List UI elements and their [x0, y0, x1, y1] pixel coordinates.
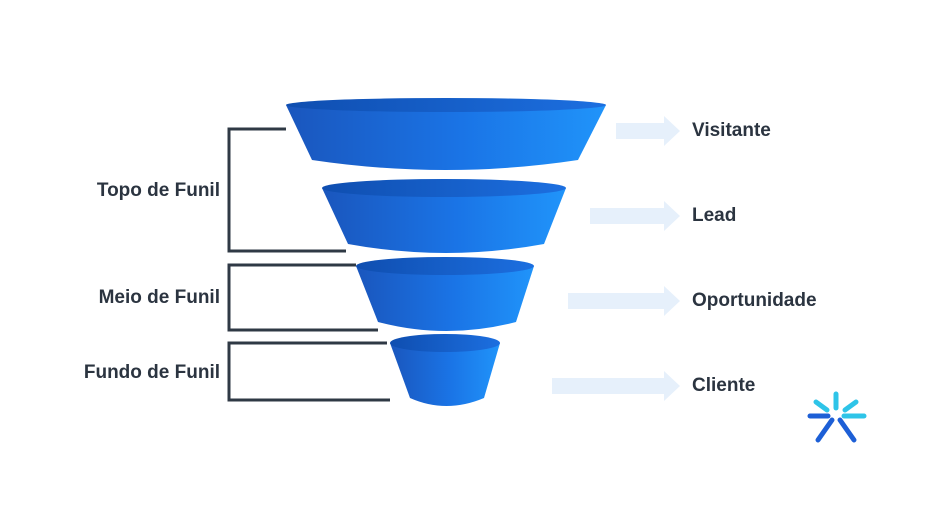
stage-label-visitante: Visitante [692, 120, 771, 141]
funnel-layer-rim [322, 179, 566, 197]
funnel-layer-cliente [390, 334, 500, 406]
stage-label-lead: Lead [692, 205, 737, 226]
funnel-layer-body [322, 188, 566, 253]
funnel-layer-body [390, 343, 500, 406]
funnel-layer-visitante [286, 98, 606, 170]
bracket-topo [227, 127, 346, 253]
funnel-layer-oportunidade [356, 257, 534, 331]
funnel-layer-rim [390, 334, 500, 352]
arrow-visitante [616, 116, 680, 146]
bracket-fundo [227, 341, 390, 402]
group-label-fundo: Fundo de Funil [83, 362, 220, 383]
funnel-layer-body [286, 105, 606, 170]
arrow-cliente [552, 371, 680, 401]
funnel-layer-body [356, 266, 534, 331]
arrow-lead [590, 201, 680, 231]
group-label-topo: Topo de Funil [96, 180, 220, 201]
brand-logo-icon [807, 391, 867, 443]
stage-label-cliente: Cliente [692, 375, 756, 396]
stage-label-oportunidade: Oportunidade [692, 290, 817, 311]
group-label-meio: Meio de Funil [98, 287, 220, 308]
funnel-layer-rim [356, 257, 534, 275]
arrow-oportunidade [568, 286, 680, 316]
funnel-layer-lead [322, 179, 566, 253]
funnel-layer-rim [286, 98, 606, 112]
bracket-meio [227, 263, 378, 332]
